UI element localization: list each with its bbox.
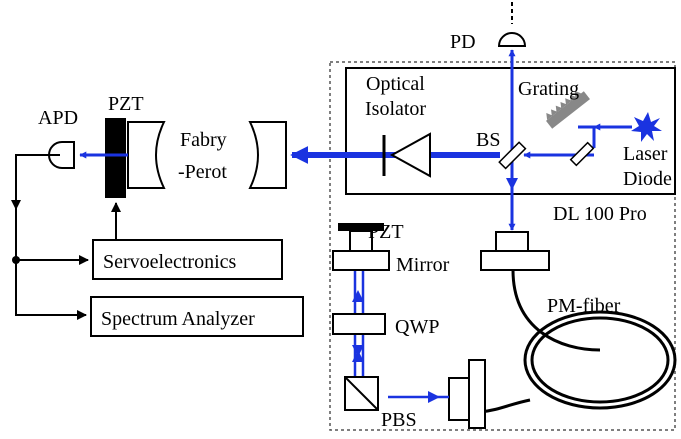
isolator-triangle [389, 132, 431, 178]
cavity-pzt [105, 118, 126, 198]
fiber-coupler-top-flange [495, 231, 529, 253]
pbs-label: PBS [381, 409, 417, 431]
fabry-perot-mirror-left [127, 121, 166, 189]
beam-arrow-up-2 [352, 350, 364, 362]
mirror-pzt-bar [338, 223, 384, 231]
beam-arrow-up-1 [352, 290, 364, 302]
optical-isolator-label-line2: Isolator [365, 98, 426, 120]
fabry-perot-label-line2: -Perot [178, 161, 227, 183]
pbs-diagonal [344, 376, 379, 411]
apd-signal-wire [15, 154, 87, 320]
cavity-pzt-label: PZT [108, 93, 144, 115]
laser-system-enclosure [329, 61, 676, 431]
pm-fiber-coil-inner [530, 316, 670, 404]
servoelectronics-box [92, 239, 283, 280]
apd-label: APD [38, 107, 78, 129]
fabry-perot-label-line1: Fabry [180, 129, 227, 151]
spectrum-analyzer-box [90, 296, 304, 337]
laser-turning-mirror [569, 141, 595, 167]
fiber-collimator-body [448, 377, 472, 421]
pm-fiber-label: PM-fiber [547, 295, 621, 317]
pm-fiber-cable [511, 269, 601, 352]
fabry-perot-mirror-right [248, 121, 287, 189]
pd-detector-icon [497, 32, 527, 47]
dl100pro-label: DL 100 Pro [553, 203, 647, 225]
fiber-coupler-top [480, 250, 550, 271]
beam-arrow-right [428, 391, 440, 403]
pd-label: PD [450, 31, 476, 53]
spectrum-analyzer-label: Spectrum Analyzer [101, 308, 255, 330]
qwp-plate [332, 313, 386, 335]
mirror-label: Mirror [396, 254, 450, 276]
laser-diode-label-line1: Laser [623, 143, 668, 165]
wire-arrow-down [11, 200, 21, 210]
pm-fiber-coil-outer [523, 310, 677, 410]
grating-label: Grating [518, 78, 579, 100]
pm-fiber-to-collimator [479, 398, 531, 414]
beam-arrowhead-down [506, 178, 518, 190]
mirror-plate [332, 250, 390, 271]
optical-isolator-label-line1: Optical [366, 73, 425, 95]
laser-diode-label-line2: Diode [623, 168, 672, 190]
beamsplitter-bs [498, 141, 527, 170]
bs-label: BS [476, 129, 500, 151]
qwp-label: QWP [395, 316, 439, 338]
laser-diode-star-icon [631, 112, 662, 142]
apd-detector-body [48, 141, 75, 169]
mirror-pzt-label: PZT [368, 221, 404, 243]
servoelectronics-label: Servoelectronics [103, 251, 236, 273]
fiber-collimator-flange [468, 359, 486, 429]
grating [546, 90, 590, 129]
